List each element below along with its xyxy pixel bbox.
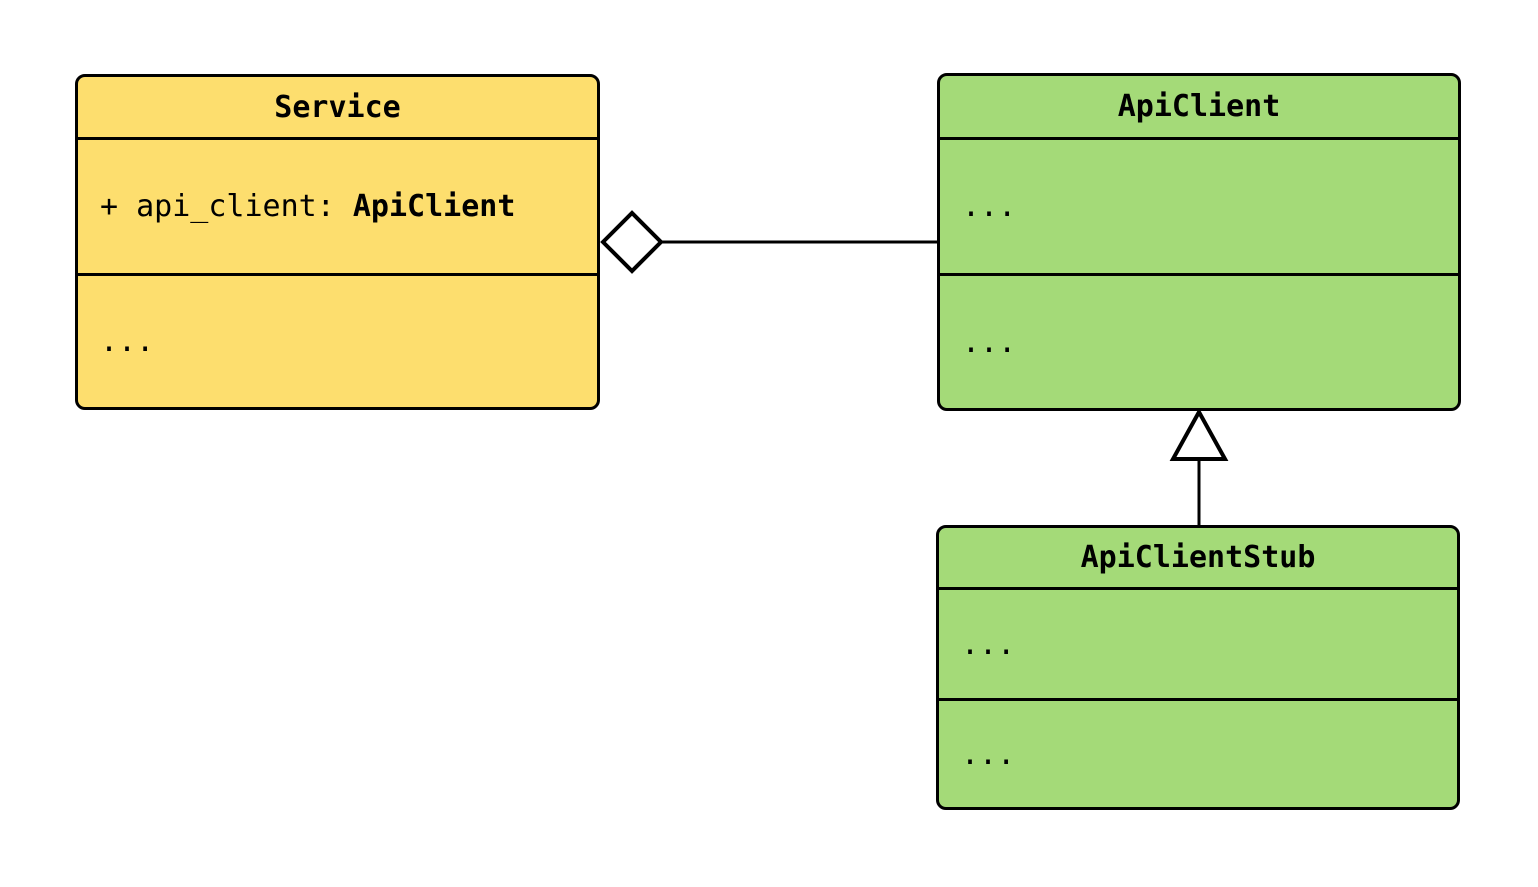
class-apiclient-name: ApiClient	[1117, 89, 1281, 124]
class-apiclient-attributes: ...	[940, 137, 1458, 273]
class-apiclient: ApiClient ... ...	[937, 73, 1461, 411]
aggregation-diamond-icon	[600, 210, 664, 274]
class-apiclientstub: ApiClientStub ... ...	[936, 525, 1460, 810]
class-apiclient-methods: ...	[940, 273, 1458, 408]
class-service-methods: ...	[78, 273, 597, 407]
class-apiclientstub-methods: ...	[939, 698, 1457, 807]
class-service-attributes: + api_client: ApiClient	[78, 137, 597, 273]
class-service-name: Service	[274, 89, 401, 125]
class-service: Service + api_client: ApiClient ...	[75, 74, 600, 410]
attribute-api-client-prefix: + api_client:	[100, 189, 353, 224]
class-apiclientstub-attributes: ...	[939, 587, 1457, 698]
attribute-api-client-type: ApiClient	[352, 189, 516, 224]
class-apiclientstub-name: ApiClientStub	[1080, 540, 1316, 575]
inheritance-triangle-icon	[1169, 407, 1229, 461]
